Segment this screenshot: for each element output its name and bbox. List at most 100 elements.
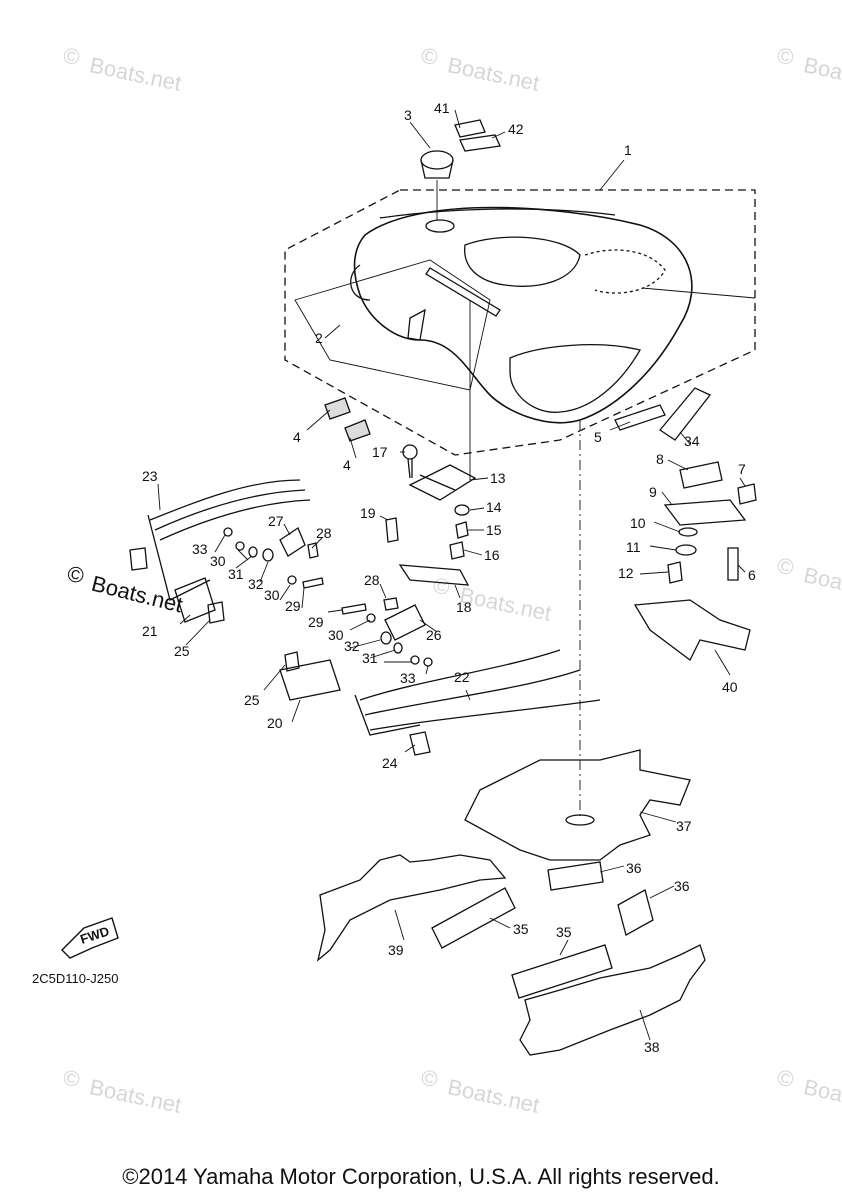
watermark-bottom-right: © Boats.net [775,1064,842,1118]
watermark-top-right: © Boats.net [775,42,842,96]
svg-text:©: © [419,1064,440,1092]
svg-text:Boats.net: Boats.net [802,562,842,606]
callout-24: 24 [382,755,398,771]
side-cover-23 [149,479,311,541]
callout-40: 40 [722,679,738,695]
callout-17: 17 [372,444,388,460]
washer-33a [223,527,233,537]
emblem-4-upper [324,397,351,420]
fuel-filler-opening [425,219,455,233]
callout-26: 26 [426,627,442,643]
fwd-arrow-icon [61,917,119,959]
tank-front-mount [407,308,426,341]
callout-2: 2 [315,330,323,346]
callout-21: 21 [142,623,158,639]
collar-31b [393,642,403,654]
collar-32a [262,548,274,562]
pad-37-hole [565,814,595,826]
callout-36a: 36 [626,860,642,876]
stay-27 [279,527,306,557]
bolt-19 [385,517,399,543]
callout-1: 1 [624,142,632,158]
callout-11: 11 [626,539,641,555]
callout-6: 6 [748,567,756,583]
callout-39: 39 [388,942,404,958]
washer-33b [423,657,433,667]
callout-labels: 1 2 3 4 4 5 6 7 8 9 10 11 12 13 14 15 16… [142,100,756,1055]
watermark-bottom-center: © Boats.net [419,1064,542,1118]
washer-30b [287,575,297,585]
bracket-40 [633,599,751,661]
damper-11 [675,544,697,556]
collar-15 [455,521,469,539]
screw-29a [302,577,324,589]
callout-10: 10 [630,515,646,531]
washer-10 [678,527,698,537]
callout-18: 18 [456,599,472,615]
caution-label-41 [454,119,486,138]
callout-30c: 30 [328,627,344,643]
callout-33a: 33 [192,541,208,557]
bracket-18 [398,564,470,586]
callout-8: 8 [656,451,664,467]
screw-29b [341,603,367,615]
stud-6 [727,547,739,581]
svg-text:©: © [431,572,452,600]
callout-32b: 32 [344,638,360,654]
emblem-4-lower [344,419,371,442]
callout-23: 23 [142,468,158,484]
bolt-24 [409,731,431,756]
callout-9: 9 [649,484,657,500]
side-cover-22-body [354,694,421,736]
svg-text:Boats.net: Boats.net [89,571,185,618]
callout-38: 38 [644,1039,660,1055]
tank-stripe-side [350,264,371,301]
svg-text:Boats.net: Boats.net [446,1074,542,1118]
washer-30c [366,613,376,623]
tank-assembly-dashed-frame [284,189,756,456]
callout-35b: 35 [556,924,572,940]
watermark-mid-center: © Boats.net [431,572,554,626]
emblem-34 [659,387,712,441]
callout-25a: 25 [244,692,260,708]
collar-25a [284,651,300,672]
callout-37: 37 [676,818,692,834]
callout-28b: 28 [364,572,380,588]
watermark-mid-right: © Boats.net [775,552,842,606]
bolt-17-shank [407,458,413,479]
callout-27: 27 [268,513,284,529]
svg-text:©: © [65,561,87,589]
bolt-17 [402,444,418,460]
svg-text:Boats.net: Boats.net [88,1074,184,1118]
bracket-20 [279,659,341,701]
damper-36b [617,889,654,936]
tank-stripe-top [379,208,616,219]
svg-text:Boats.net: Boats.net [802,1074,842,1118]
side-cover-22 [359,649,601,731]
svg-text:©: © [775,42,796,70]
copyright-notice: ©2014 Yamaha Motor Corporation, U.S.A. A… [122,1164,720,1189]
fuel-tank [353,206,693,424]
svg-text:Boats.net: Boats.net [802,52,842,96]
callout-7: 7 [738,461,746,477]
callout-30b: 30 [264,587,280,603]
svg-text:©: © [419,42,440,70]
collar-32b [380,631,392,645]
bracket-21 [174,577,216,623]
svg-text:©: © [775,1064,796,1092]
nut-7 [737,483,757,505]
emblem-5 [614,404,666,431]
bolt-12 [667,561,683,584]
collar-25b [207,601,225,624]
callout-29b: 29 [285,598,301,614]
diagram-code: 2C5D110-J250 [32,971,118,986]
callout-4b: 4 [343,457,351,473]
damper-35b [511,944,613,999]
washer-30d [410,655,420,665]
bolt-16 [449,541,465,560]
callout-20: 20 [267,715,283,731]
damper-35a [431,887,516,949]
screw-28b [383,597,399,611]
watermark-top-center: © Boats.net [419,42,542,96]
